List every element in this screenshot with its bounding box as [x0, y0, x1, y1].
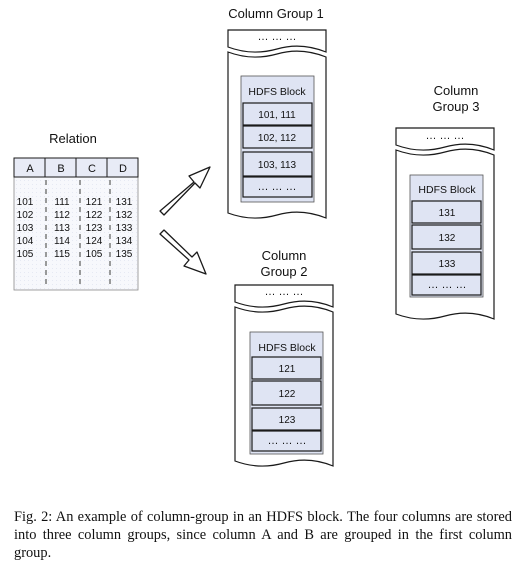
relation-cell: 121: [86, 197, 103, 208]
relation-cell: 102: [17, 210, 34, 221]
ellipsis-text: … … …: [427, 279, 466, 291]
relation-cell: 122: [86, 210, 103, 221]
relation-header-d: D: [119, 163, 127, 175]
arrow-down-right-icon: [159, 229, 207, 275]
relation-cell: 112: [54, 210, 70, 221]
block-cell-text: 132: [439, 233, 456, 244]
block-cell: [251, 430, 322, 452]
ellipsis-text: … … …: [257, 181, 296, 193]
block-cell: [251, 407, 322, 431]
relation-header-b: B: [57, 163, 64, 175]
block-cell: [411, 251, 482, 275]
hdfs-block-label: HDFS Block: [418, 184, 476, 196]
relation-cell: 111: [54, 197, 70, 208]
relation-cell: 115: [54, 249, 70, 260]
relation-cell: 133: [116, 223, 133, 234]
block-cell: [411, 274, 482, 296]
block-cell-text: 101, 111: [258, 110, 296, 121]
relation-cell: 103: [17, 223, 34, 234]
block-cell: [242, 102, 313, 126]
relation-cell: 131: [116, 197, 133, 208]
block-cell: [242, 125, 313, 149]
block-cell-text: 133: [439, 259, 456, 270]
relation-cell: 135: [116, 249, 133, 260]
column-group-3: Column Group 3 … … … HDFS Block 131 132 …: [395, 83, 495, 320]
file-page-top: [227, 29, 327, 53]
ellipsis-text: … … …: [257, 31, 296, 43]
block-cell-text: 102, 112: [258, 133, 297, 144]
ellipsis-text: … … …: [267, 435, 306, 447]
column-group-title: Group 2: [261, 264, 308, 279]
column-group-title: Column: [262, 248, 307, 263]
hdfs-block-label: HDFS Block: [248, 86, 306, 98]
file-page-top: [395, 127, 495, 151]
file-page-top: [234, 284, 334, 308]
block-cell: [251, 356, 322, 380]
figure-caption: Fig. 2: An example of column-group in an…: [14, 509, 512, 561]
block-cell: [251, 380, 322, 406]
ellipsis-text: … … …: [425, 130, 464, 142]
block-cell-text: 121: [279, 364, 296, 375]
relation-cell: 104: [17, 236, 34, 247]
relation-header-a: A: [26, 163, 34, 175]
hdfs-block-label: HDFS Block: [258, 342, 316, 354]
block-cell: [411, 224, 482, 250]
block-cell: [242, 176, 313, 198]
relation-cell: 101: [17, 197, 34, 208]
column-group-2: Column Group 2 … … … HDFS Block 121 122 …: [234, 248, 334, 467]
column-group-title: Column: [434, 83, 479, 98]
relation-cell: 105: [86, 249, 103, 260]
relation-cell: 134: [116, 236, 133, 247]
block-cell: [411, 200, 482, 224]
relation-cell: 113: [54, 223, 70, 234]
relation-body: [13, 157, 139, 291]
relation-header-c: C: [88, 163, 96, 175]
relation-cell: 123: [86, 223, 103, 234]
relation-table: Relation A B C D 101 111 121 131 102 112…: [13, 131, 139, 291]
block-cell-text: 131: [439, 208, 456, 219]
block-cell-text: 103, 113: [258, 160, 297, 171]
column-group-title: Column Group 1: [228, 6, 323, 21]
relation-cell: 132: [116, 210, 133, 221]
relation-title: Relation: [49, 131, 97, 146]
block-cell-text: 123: [279, 415, 296, 426]
arrow-up-right-icon: [159, 166, 211, 216]
relation-cell: 124: [86, 236, 103, 247]
column-group-1: Column Group 1 … … … HDFS Block 101, 111…: [227, 6, 327, 219]
ellipsis-text: … … …: [264, 286, 303, 298]
relation-cell: 114: [54, 236, 70, 247]
block-cell: [242, 151, 313, 177]
column-group-title: Group 3: [433, 99, 480, 114]
block-cell-text: 122: [279, 389, 296, 400]
relation-cell: 105: [17, 249, 34, 260]
diagram-canvas: Relation A B C D 101 111 121 131 102 112…: [13, 6, 495, 467]
